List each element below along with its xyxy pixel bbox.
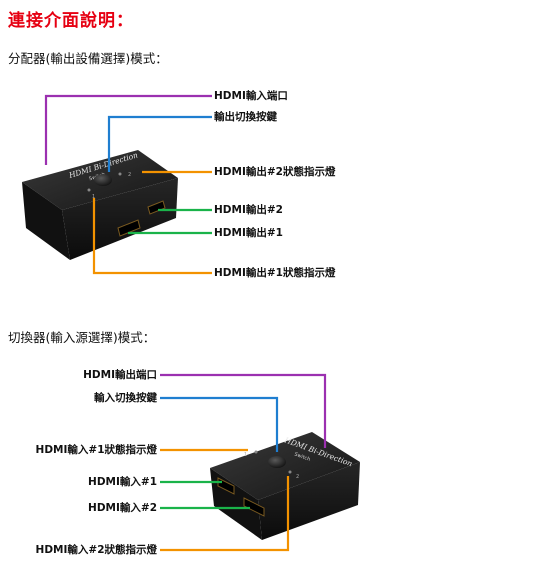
switch2-button-icon (268, 456, 286, 468)
led2-1-icon (254, 450, 258, 454)
label-hdmi-output2: HDMI輸出#2 (214, 204, 283, 216)
leader-hdmi-input-port (44, 94, 212, 165)
port2-1-marker: 1 (244, 452, 247, 458)
section-heading-splitter: 分配器(輸出設備選擇)模式： (8, 51, 168, 66)
label-input2-led: HDMI輸入#2狀態指示燈 (35, 544, 157, 556)
device2-top-face (210, 432, 360, 500)
label-output-switch-button: 輸出切換按鍵 (214, 111, 277, 123)
port2-2-marker: 2 (296, 474, 299, 480)
hdmi-port-1-icon (117, 219, 141, 237)
leader-output-switch-button (107, 115, 212, 172)
led-1-icon (87, 188, 91, 192)
switcher-device: HDMI Bi-Direction Switch 1 2 (210, 432, 360, 540)
port-2-marker: 2 (128, 172, 131, 178)
label-input1-led: HDMI輸入#1狀態指示燈 (35, 444, 157, 456)
device2-sub-text: Switch (293, 451, 311, 462)
device-left-face (22, 182, 70, 260)
led2-2-icon (288, 470, 292, 474)
port-1-marker: 1 (92, 194, 95, 200)
section-heading-switcher: 切換器(輸入源選擇)模式： (8, 330, 156, 345)
device-front-face (62, 178, 178, 260)
leader-hdmi-output-port (160, 373, 327, 448)
switch-button-icon (94, 174, 112, 186)
splitter-device: HDMI Bi-Direction Switch 2 1 (22, 150, 178, 260)
leader-input-switch-button (160, 396, 279, 452)
hdmi-in-port-2-icon (243, 497, 265, 517)
label-hdmi-input2: HDMI輸入#2 (88, 502, 157, 514)
device2-front-face (258, 462, 360, 540)
leader-output1-led (92, 198, 212, 275)
hdmi-port-2-icon (147, 200, 166, 215)
label-hdmi-output1: HDMI輸出#1 (214, 227, 283, 239)
label-output1-led: HDMI輸出#1狀態指示燈 (214, 267, 336, 279)
label-output2-led: HDMI輸出#2狀態指示燈 (214, 166, 336, 178)
label-input-switch-button: 輸入切換按鍵 (94, 392, 157, 404)
led-2-icon (118, 172, 122, 176)
label-hdmi-input1: HDMI輸入#1 (88, 476, 157, 488)
leader-input2-led (160, 476, 290, 552)
label-hdmi-input-port: HDMI輸入端口 (214, 90, 288, 102)
label-hdmi-output-port: HDMI輸出端口 (83, 369, 157, 381)
page-title: 連接介面說明： (8, 11, 134, 31)
